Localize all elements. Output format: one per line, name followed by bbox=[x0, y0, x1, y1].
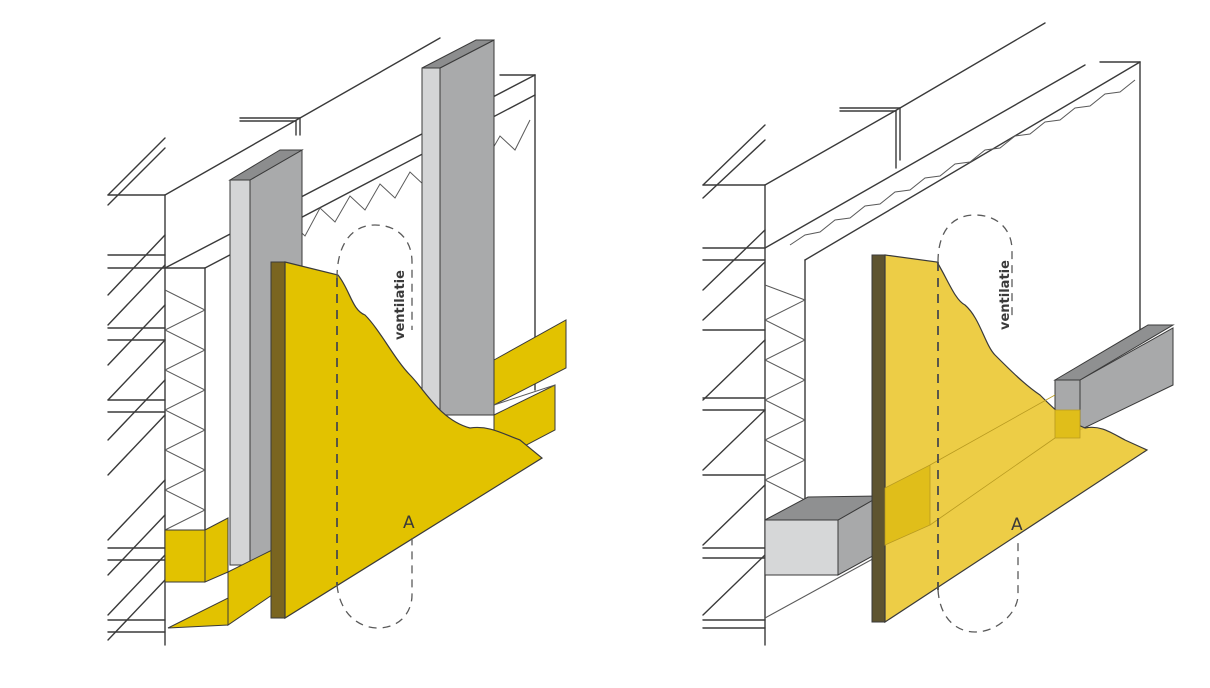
yellow-board bbox=[270, 261, 544, 620]
truss-strip bbox=[763, 61, 1141, 521]
wall-hatching bbox=[702, 124, 766, 646]
insulation-strips-bottom bbox=[164, 517, 273, 629]
right-vertical-batten bbox=[421, 39, 495, 416]
left-diagram: ventilatie A bbox=[107, 37, 567, 646]
wall-top-lines bbox=[164, 37, 441, 196]
wall-top-lines bbox=[764, 22, 1046, 186]
horizontal-batten-lower bbox=[764, 495, 881, 619]
section-marker-a: A bbox=[1011, 515, 1023, 535]
section-marker-a: A bbox=[403, 513, 415, 533]
ventilation-label: ventilatie bbox=[393, 270, 408, 340]
ventilation-label: ventilatie bbox=[998, 260, 1013, 330]
ventilation-path bbox=[937, 214, 1019, 633]
left-diagram-drawing: ventilatie A bbox=[107, 37, 567, 646]
wall-hatching bbox=[107, 137, 166, 646]
right-diagram-drawing: ventilatie A bbox=[702, 22, 1175, 646]
yellow-board bbox=[871, 254, 1149, 624]
right-diagram: ventilatie A bbox=[605, 0, 1210, 688]
ventilation-path bbox=[336, 224, 413, 629]
